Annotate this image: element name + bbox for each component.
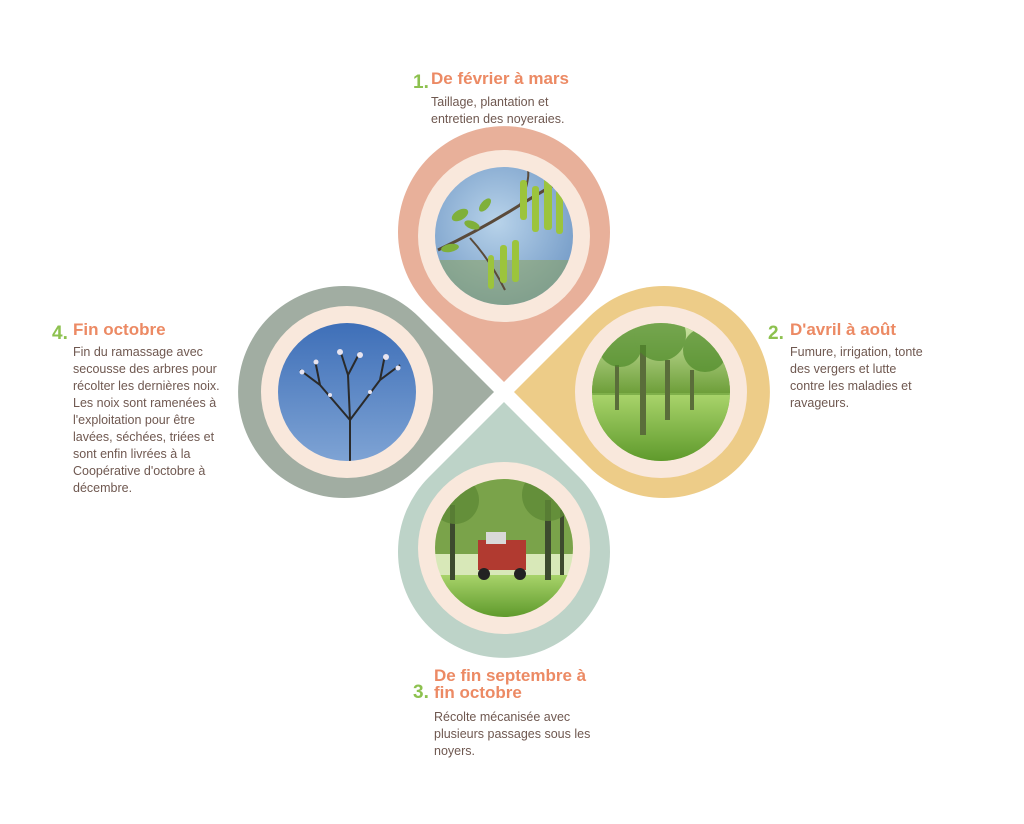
step-4-label: 4. Fin octobre Fin du ramassage avec sec… — [52, 320, 220, 495]
step-description-line: ravageurs. — [790, 396, 849, 410]
step-title: De fin septembre à — [434, 666, 587, 685]
bare-tree-photo — [278, 323, 416, 461]
step-title: Fin octobre — [73, 320, 166, 339]
step-description-line: Taillage, plantation et — [431, 95, 549, 109]
step-description-line: contre les maladies et — [790, 379, 912, 393]
step-description-line: sont enfin livrées à la — [73, 447, 190, 461]
step-description-line: l'exploitation pour être — [73, 413, 195, 427]
step-description-line: Récolte mécanisée avec — [434, 710, 570, 724]
step-description-line: secousse des arbres pour — [73, 362, 217, 376]
step-description-line: Coopérative d'octobre à — [73, 464, 205, 478]
step-title: fin octobre — [434, 683, 522, 702]
step-number: 1. — [413, 72, 429, 93]
step-description-line: Fumure, irrigation, tonte — [790, 345, 923, 359]
step-description-line: des vergers et lutte — [790, 362, 896, 376]
step-number: 4. — [52, 323, 68, 344]
step-number: 3. — [413, 682, 429, 703]
step-number: 2. — [768, 323, 784, 344]
step-description-line: plusieurs passages sous les — [434, 727, 590, 741]
step-1-label: 1. De février à mars Taillage, plantatio… — [413, 69, 569, 126]
step-title: De février à mars — [431, 69, 569, 88]
step-description-line: décembre. — [73, 481, 132, 495]
step-description-line: noyers. — [434, 744, 475, 758]
step-2-label: 2. D'avril à août Fumure, irrigation, to… — [768, 320, 923, 410]
step-description-line: Les noix sont ramenées à — [73, 396, 216, 410]
step-description-line: entretien des noyeraies. — [431, 112, 564, 126]
step-description-line: lavées, séchées, triées et — [73, 430, 215, 444]
step-3-label: 3. De fin septembre à fin octobre Récolt… — [413, 666, 590, 758]
step-description-line: Fin du ramassage avec — [73, 345, 203, 359]
step-description-line: récolter les dernières noix. — [73, 379, 220, 393]
step-title: D'avril à août — [790, 320, 896, 339]
walnut-catkins-photo — [435, 167, 573, 305]
